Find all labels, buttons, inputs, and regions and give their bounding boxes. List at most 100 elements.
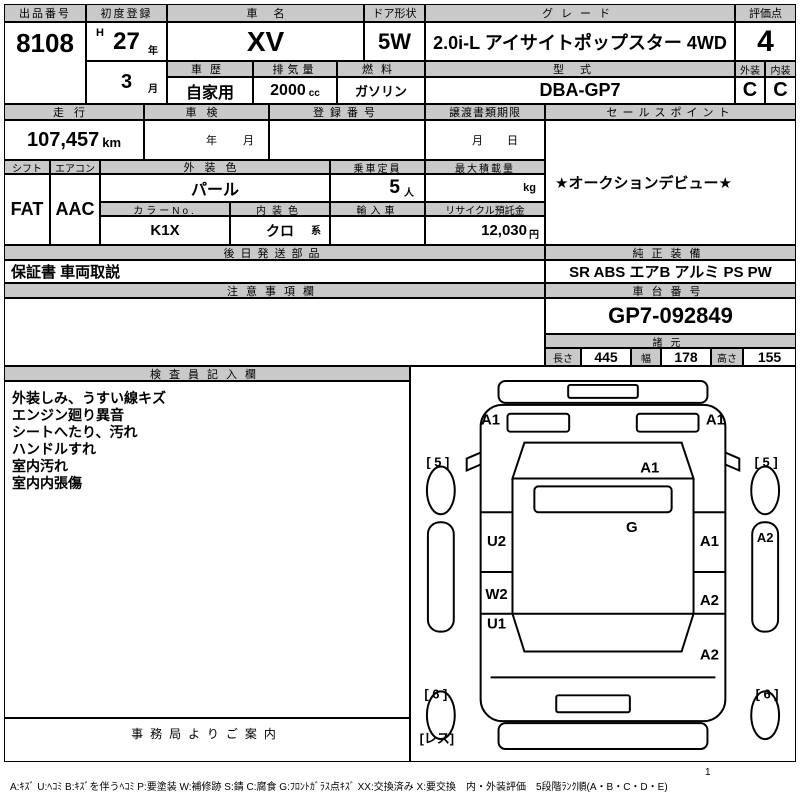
reg-month-number: 3 <box>120 71 133 93</box>
inspector-note-line: 室内汚れ <box>12 458 68 474</box>
recycle-fee-number: 12,030 <box>481 222 527 239</box>
length-label: 長さ <box>546 349 580 365</box>
damage-label: G <box>626 519 638 536</box>
exterior-color-value: パール <box>101 175 329 201</box>
import-header: 輸入車 <box>331 203 424 215</box>
left-headlight <box>506 412 571 433</box>
rear-plate <box>555 694 631 714</box>
transfer-deadline-header: 譲渡書類期限 <box>426 105 544 119</box>
import-value <box>331 217 424 244</box>
color-no-value: K1X <box>101 217 229 244</box>
displacement-header: 排気量 <box>254 62 336 76</box>
inspector-note-line: シートへたり、汚れ <box>12 424 138 440</box>
registration-no-value <box>270 121 424 159</box>
transfer-deadline-value: 月 日 <box>426 121 544 159</box>
width-label: 幅 <box>632 349 660 365</box>
color-no-header: カラーNo. <box>101 203 229 215</box>
front-left-tire <box>425 465 456 516</box>
inspector-note-line: ハンドルすれ <box>12 441 96 457</box>
score-value: 4 <box>736 23 795 60</box>
inspection-header: 車検 <box>145 105 268 119</box>
page-number: 1 <box>705 767 711 778</box>
transfer-month-unit: 月 <box>472 135 483 147</box>
later-parts-value: 保証書 車両取説 <box>5 261 544 282</box>
inspector-header: 検査員記入欄 <box>5 367 409 380</box>
damage-label: A1 <box>706 412 725 429</box>
front-plate <box>567 383 639 399</box>
door-shape-header: ドア形状 <box>365 5 424 21</box>
interior-color-name: クロ <box>266 222 294 239</box>
first-registration-header: 初度登録 <box>87 5 166 21</box>
sales-point-value: ★オークションデビュー★ <box>546 121 795 244</box>
car-name-header: 車名 <box>168 5 363 21</box>
first-registration-year: H 27 年 <box>87 23 166 60</box>
model-code-header: 型式 <box>426 62 734 76</box>
tire-label: [ 6 ] <box>756 686 779 701</box>
interior-color-header: 内装色 <box>231 203 329 215</box>
spec-header: 諸元 <box>546 335 795 347</box>
damage-label: W2 <box>485 586 507 603</box>
exterior-color-header: 外装色 <box>101 161 329 173</box>
windshield <box>511 441 695 480</box>
displacement-value: 2000 cc <box>254 78 336 103</box>
exterior-grade-header: 外装 <box>736 62 764 76</box>
capacity-number: 5 <box>389 177 400 198</box>
recycle-fee-value: 12,030 円 <box>426 217 544 244</box>
chassis-no-value: GP7-092849 <box>546 299 795 333</box>
first-registration-month: 3 月 <box>87 62 166 103</box>
era-prefix: H <box>96 27 104 39</box>
reg-year-number: 27 <box>113 27 140 55</box>
fuel-header: 燃料 <box>338 62 424 76</box>
height-value: 155 <box>744 349 795 365</box>
grade-header: グレード <box>426 5 734 21</box>
exterior-grade-value: C <box>736 78 764 103</box>
year-unit: 年 <box>148 46 158 57</box>
damage-label: A2 <box>700 592 719 609</box>
max-load-value: kg <box>426 175 544 201</box>
aircon-header: エアコン <box>51 161 99 173</box>
caution-area <box>5 299 544 365</box>
model-code-value: DBA-GP7 <box>426 78 734 103</box>
vehicle-diagram-cell: A1 A1 [ 5 ] [ 5 ] A1 U2 G A1 A2 W2 A2 U1… <box>411 367 795 761</box>
auction-sheet: 出品番号 8108 初度登録 H 27 年 3 月 車名 XV ドア形状 5W … <box>4 4 796 762</box>
inspection-year-unit: 年 <box>206 135 217 147</box>
later-parts-header: 後日発送部品 <box>5 246 544 259</box>
displacement-number: 2000 <box>270 81 306 99</box>
auction-no-header: 出品番号 <box>5 5 85 21</box>
damage-label: A2 <box>757 530 774 545</box>
tire-label: [ 5 ] <box>426 455 449 470</box>
length-value: 445 <box>582 349 630 365</box>
damage-label: A2 <box>700 647 719 664</box>
rear-left-tire <box>425 690 456 741</box>
inspection-month-unit: 月 <box>243 135 254 147</box>
recycle-fee-unit: 円 <box>529 229 539 241</box>
displacement-unit: cc <box>308 88 320 99</box>
spare-tire-label: [レス] <box>420 731 454 746</box>
right-headlight <box>635 412 700 433</box>
score-header: 評価点 <box>736 5 795 21</box>
vehicle-damage-diagram: A1 A1 [ 5 ] [ 5 ] A1 U2 G A1 A2 W2 A2 U1… <box>420 379 781 751</box>
history-header: 車歴 <box>168 62 252 76</box>
max-load-header: 最大積載量 <box>426 161 544 173</box>
history-value: 自家用 <box>168 78 252 103</box>
mileage-number: 107,457 <box>26 128 100 151</box>
shift-value: FAT <box>5 175 49 244</box>
interior-grade-value: C <box>766 78 795 103</box>
interior-grade-header: 内装 <box>766 62 795 76</box>
registration-no-header: 登録番号 <box>270 105 424 119</box>
office-info-header: 事務局よりご案内 <box>5 719 409 761</box>
left-sill <box>426 521 455 633</box>
genuine-equipment-value: SR ABS エアB アルミ PS PW <box>546 261 795 282</box>
legend-text: A:ｷｽﾞ U:ﾍｺﾐ B:ｷｽﾞを伴うﾍｺﾐ P:要塗装 W:補修跡 S:錆 … <box>10 782 668 793</box>
shift-header: シフト <box>5 161 49 173</box>
fuel-value: ガソリン <box>338 78 424 103</box>
front-bumper <box>497 379 709 404</box>
mileage-unit: km <box>102 135 122 150</box>
capacity-header: 乗車定員 <box>331 161 424 173</box>
inspection-value: 年 月 <box>145 121 268 159</box>
inspector-note-line: 外装しみ、うすい線キズ <box>12 390 166 406</box>
tire-label: [ 6 ] <box>424 686 447 701</box>
sunroof <box>533 485 673 514</box>
left-mirror <box>465 451 482 472</box>
